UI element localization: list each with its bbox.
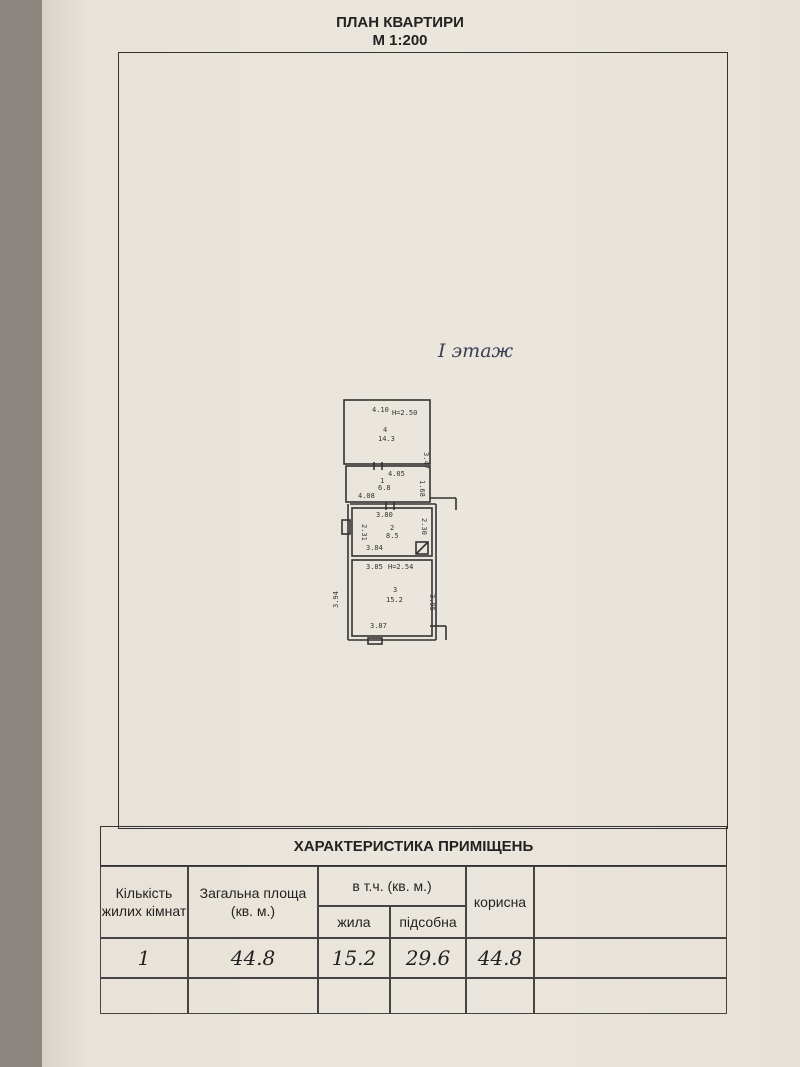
room3-area: 15.2	[386, 596, 403, 604]
room2-dim-top: 3.80	[376, 511, 393, 519]
floor-plan: 4.10 H=2.50 4 14.3 3.47 4.05 1 6.8 4.08 …	[332, 399, 457, 645]
room2-dim-right: 2.30	[420, 518, 428, 535]
room1-dim-side: 1.68	[418, 480, 426, 497]
room4-dim-side: 3.47	[422, 452, 430, 469]
room4-number: 4	[383, 426, 387, 434]
empty-row-cell	[188, 978, 318, 1014]
room1-area: 6.8	[378, 484, 391, 492]
value-living: 15.2	[318, 938, 390, 978]
room3-dim-bottom: 3.87	[370, 622, 387, 630]
header-incl: в т.ч. (кв. м.)	[318, 866, 466, 906]
room3-height: H=2.54	[388, 563, 413, 571]
document-header: ПЛАН КВАРТИРИ М 1:200	[300, 14, 500, 50]
header-auxiliary: підсобна	[390, 906, 466, 938]
room2-dim-left: 2.31	[360, 524, 368, 541]
room3-dim-left: 3.94	[332, 591, 340, 608]
room2-area: 8.5	[386, 532, 399, 540]
value-total-area: 44.8	[188, 938, 318, 978]
document-title: ПЛАН КВАРТИРИ	[336, 14, 464, 31]
room4-dim-top: 4.10	[372, 406, 389, 414]
table-title: ХАРАКТЕРИСТИКА ПРИМІЩЕНЬ	[100, 826, 727, 866]
value-empty	[534, 938, 727, 978]
header-rooms: Кількість жилих кімнат	[100, 866, 188, 938]
empty-row-cell	[466, 978, 534, 1014]
value-rooms: 1	[100, 938, 188, 978]
empty-row-cell	[318, 978, 390, 1014]
floor-label: I этаж	[438, 340, 514, 362]
room3-dim-top: 3.85	[366, 563, 383, 571]
room3-number: 3	[393, 586, 397, 594]
header-useful: корисна	[466, 866, 534, 938]
room1-dim-bottom: 4.08	[358, 492, 375, 500]
header-total-area: Загальна площа (кв. м.)	[188, 866, 318, 938]
room2-number: 2	[390, 524, 394, 532]
header-living: жила	[318, 906, 390, 938]
value-useful: 44.8	[466, 938, 534, 978]
room4-height: H=2.50	[392, 409, 417, 417]
value-auxiliary: 29.6	[390, 938, 466, 978]
room3-dim-right: 3.95	[428, 594, 436, 611]
paper-sheet	[42, 0, 800, 1067]
room2-dim-bottom: 3.84	[366, 544, 383, 552]
empty-row-cell	[390, 978, 466, 1014]
header-empty	[534, 866, 727, 938]
plan-frame	[118, 52, 728, 829]
empty-row-cell	[100, 978, 188, 1014]
empty-row-cell	[534, 978, 727, 1014]
document-scale: М 1:200	[372, 32, 428, 49]
room1-number: 1	[380, 477, 384, 485]
rooms-table: ХАРАКТЕРИСТИКА ПРИМІЩЕНЬ Кількість жилих…	[100, 826, 727, 1014]
room4-area: 14.3	[378, 435, 395, 443]
room1-dim-top: 4.05	[388, 470, 405, 478]
